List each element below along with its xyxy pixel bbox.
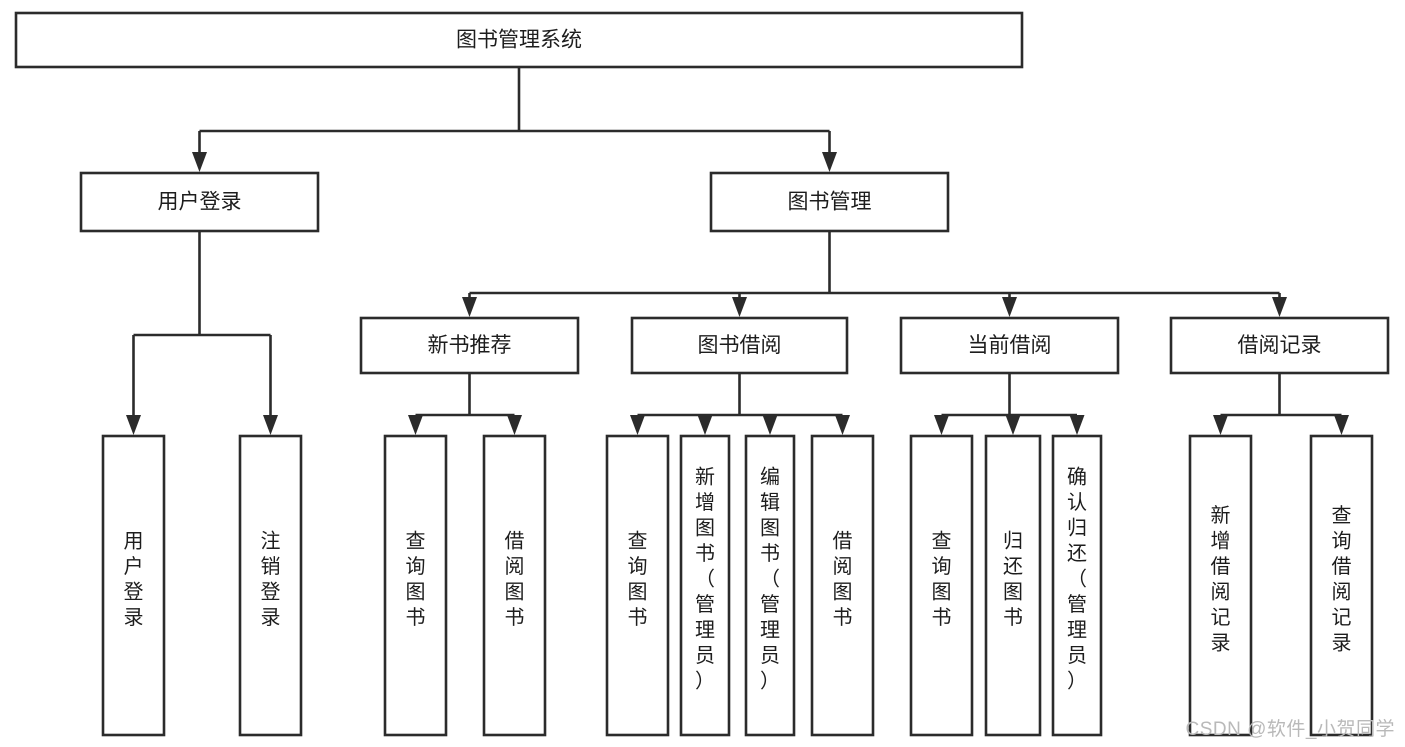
node-user-login[interactable]: 用户登录 bbox=[79, 171, 320, 233]
node-leaf-query-record[interactable]: 查询借阅记录 bbox=[1309, 434, 1374, 737]
node-label: 新增借阅记录 bbox=[1211, 504, 1231, 655]
watermark-text: CSDN @软件_小贺同学 bbox=[1185, 719, 1395, 740]
node-label: 用户登录 bbox=[158, 191, 242, 214]
arrow-head-icon bbox=[1005, 415, 1021, 435]
arrow-head-icon bbox=[1213, 415, 1228, 435]
node-book-borrow[interactable]: 图书借阅 bbox=[630, 316, 849, 375]
node-label: 注销登录 bbox=[261, 529, 281, 629]
node-leaf-borrow-book-2[interactable]: 借阅图书 bbox=[810, 434, 875, 737]
node-label: 用户登录 bbox=[124, 530, 144, 629]
node-label: 图书管理系统 bbox=[456, 29, 582, 52]
arrow-head-icon bbox=[630, 415, 645, 435]
arrow-head-icon bbox=[263, 415, 278, 435]
node-leaf-borrow-book-1[interactable]: 借阅图书 bbox=[482, 434, 547, 737]
arrow-head-icon bbox=[835, 415, 850, 435]
node-leaf-add-record[interactable]: 新增借阅记录 bbox=[1188, 434, 1253, 737]
node-box bbox=[14, 11, 1024, 69]
arrow-head-icon bbox=[1272, 297, 1287, 317]
node-box bbox=[1051, 434, 1103, 737]
node-box bbox=[909, 434, 974, 737]
node-label: 借阅图书 bbox=[833, 529, 853, 629]
arrow-head-icon bbox=[1334, 415, 1349, 435]
node-leaf-confirm-return-admin[interactable]: 确认归还（管理员） bbox=[1051, 434, 1103, 737]
node-leaf-user-login[interactable]: 用户登录 bbox=[101, 434, 166, 737]
node-box bbox=[630, 316, 849, 375]
node-box bbox=[605, 434, 670, 737]
node-label: 借阅记录 bbox=[1238, 334, 1322, 357]
node-label: 查询借阅记录 bbox=[1332, 504, 1352, 655]
node-label: 新书推荐 bbox=[428, 334, 512, 357]
node-leaf-edit-book-admin[interactable]: 编辑图书（管理员） bbox=[744, 434, 796, 737]
node-box bbox=[709, 171, 950, 233]
arrow-head-icon bbox=[192, 152, 207, 172]
node-box bbox=[101, 434, 166, 737]
nodes-layer: 图书管理系统用户登录图书管理新书推荐图书借阅当前借阅借阅记录用户登录注销登录查询… bbox=[14, 11, 1390, 737]
node-book-manage[interactable]: 图书管理 bbox=[709, 171, 950, 233]
node-label: 确认归还（管理员） bbox=[1067, 466, 1087, 693]
node-box bbox=[984, 434, 1042, 737]
node-label: 图书借阅 bbox=[698, 334, 782, 357]
node-label: 新增图书（管理员） bbox=[695, 466, 715, 693]
arrow-head-icon bbox=[126, 415, 141, 435]
arrow-head-icon bbox=[762, 415, 778, 435]
arrow-head-icon bbox=[822, 152, 837, 172]
node-leaf-query-book-1[interactable]: 查询图书 bbox=[383, 434, 448, 737]
arrow-head-icon bbox=[462, 297, 477, 317]
node-label: 查询图书 bbox=[932, 529, 952, 629]
node-leaf-add-book-admin[interactable]: 新增图书（管理员） bbox=[679, 434, 731, 737]
node-new-book-rec[interactable]: 新书推荐 bbox=[359, 316, 580, 375]
node-box bbox=[810, 434, 875, 737]
arrow-head-icon bbox=[1069, 415, 1085, 435]
node-label: 编辑图书（管理员） bbox=[760, 466, 780, 693]
node-box bbox=[1169, 316, 1390, 375]
node-box bbox=[359, 316, 580, 375]
node-label: 借阅图书 bbox=[505, 529, 525, 629]
node-leaf-user-logout[interactable]: 注销登录 bbox=[238, 434, 303, 737]
node-box bbox=[383, 434, 448, 737]
node-leaf-query-book-2[interactable]: 查询图书 bbox=[605, 434, 670, 737]
node-current-borrow[interactable]: 当前借阅 bbox=[899, 316, 1120, 375]
node-borrow-record[interactable]: 借阅记录 bbox=[1169, 316, 1390, 375]
node-label: 查询图书 bbox=[628, 529, 648, 629]
node-label: 归还图书 bbox=[1003, 529, 1023, 629]
arrow-head-icon bbox=[408, 415, 423, 435]
node-leaf-return-book[interactable]: 归还图书 bbox=[984, 434, 1042, 737]
edges-layer bbox=[126, 67, 1349, 435]
node-box bbox=[79, 171, 320, 233]
node-root[interactable]: 图书管理系统 bbox=[14, 11, 1024, 69]
arrow-head-icon bbox=[1002, 297, 1017, 317]
node-box bbox=[1309, 434, 1374, 737]
node-box bbox=[744, 434, 796, 737]
node-box bbox=[238, 434, 303, 737]
node-box bbox=[679, 434, 731, 737]
arrow-head-icon bbox=[507, 415, 522, 435]
arrow-head-icon bbox=[732, 297, 747, 317]
arrow-head-icon bbox=[697, 415, 713, 435]
node-leaf-query-book-3[interactable]: 查询图书 bbox=[909, 434, 974, 737]
node-label: 图书管理 bbox=[788, 191, 872, 214]
node-box bbox=[899, 316, 1120, 375]
node-box bbox=[1188, 434, 1253, 737]
node-label: 当前借阅 bbox=[968, 334, 1052, 357]
node-box bbox=[482, 434, 547, 737]
node-label: 查询图书 bbox=[406, 529, 426, 629]
arrow-head-icon bbox=[934, 415, 949, 435]
